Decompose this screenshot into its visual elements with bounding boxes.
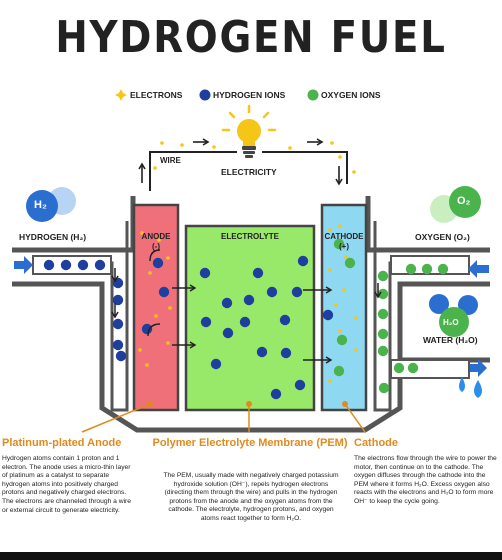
lightbulb-icon (221, 104, 277, 158)
legend-electron-marker (115, 89, 127, 101)
legend-oxygen-ions-label: OXYGEN IONS (321, 90, 381, 100)
legend-electrons-label: ELECTRONS (130, 90, 183, 100)
water-molecule-icon (429, 294, 478, 337)
cathode-section-heading: Cathode (354, 437, 398, 449)
water-drop-icon (459, 377, 482, 398)
hydrogen-input-arrow (14, 256, 33, 274)
anode-sign: (-) (152, 242, 160, 251)
hydrogen-molecule-icon (26, 187, 76, 222)
electrolyte-hydrogen-ions (199, 255, 309, 400)
hydrogen-input-label: HYDROGEN (H₂) (19, 232, 87, 242)
h2o-bubble-label: H₂O (443, 318, 459, 327)
electricity-label: ELECTRICITY (221, 167, 277, 177)
cathode-label: CATHODE (324, 232, 364, 241)
cathode-arrows (303, 286, 333, 364)
legend-oxygen-ion-marker (307, 89, 319, 101)
anode-section-heading: Platinum-plated Anode (2, 437, 122, 449)
electrolyte-label: ELECTROLYTE (221, 232, 279, 241)
oxygen-input-label: OXYGEN (O₂) (415, 232, 470, 242)
pem-section-heading: Polymer Electrolyte Membrane (PEM) (152, 437, 348, 449)
wire-label: WIRE (160, 156, 181, 165)
h2-bubble-label: H₂ (34, 199, 47, 211)
cathode-electrons (328, 224, 358, 383)
oxygen-input-arrow (468, 260, 489, 278)
flow-arrows (111, 268, 382, 319)
anode-electrons (138, 231, 172, 367)
cathode-plate (320, 203, 368, 412)
cathode-sign: (+) (339, 242, 349, 251)
anode-arrows (147, 249, 197, 349)
wire-arrows (138, 138, 343, 186)
hydrogen-channel-ions (43, 259, 127, 362)
page-title: HYDROGEN FUEL (55, 12, 447, 63)
anode-plate (132, 203, 180, 412)
oxygen-channel-ions (377, 263, 449, 394)
o2-bubble-label: O₂ (457, 195, 471, 207)
cathode-section-text: The electrons flow through the wire to p… (354, 455, 497, 505)
external-wire (149, 151, 348, 191)
callout-markers (81, 401, 366, 433)
anode-ions (141, 257, 170, 335)
water-output-arrow (470, 359, 487, 377)
pem-section-text: The PEM, usually made with negatively ch… (163, 472, 339, 522)
cathode-hydrogen-ions (322, 309, 334, 321)
legend-hydrogen-ions-label: HYDROGEN IONS (213, 90, 286, 100)
wire-electrons (153, 141, 356, 174)
cathode-oxygen-ions (333, 238, 356, 377)
oxygen-molecule-icon (430, 186, 481, 223)
water-output-label: WATER (H₂O) (423, 335, 478, 345)
anode-section-text: Hydrogen atoms contain 1 proton and 1 el… (2, 455, 131, 514)
legend-hydrogen-ion-marker (199, 89, 211, 101)
water-outlet-ions (393, 362, 419, 374)
bottom-bar (0, 552, 502, 560)
anode-label: ANODE (141, 232, 171, 241)
